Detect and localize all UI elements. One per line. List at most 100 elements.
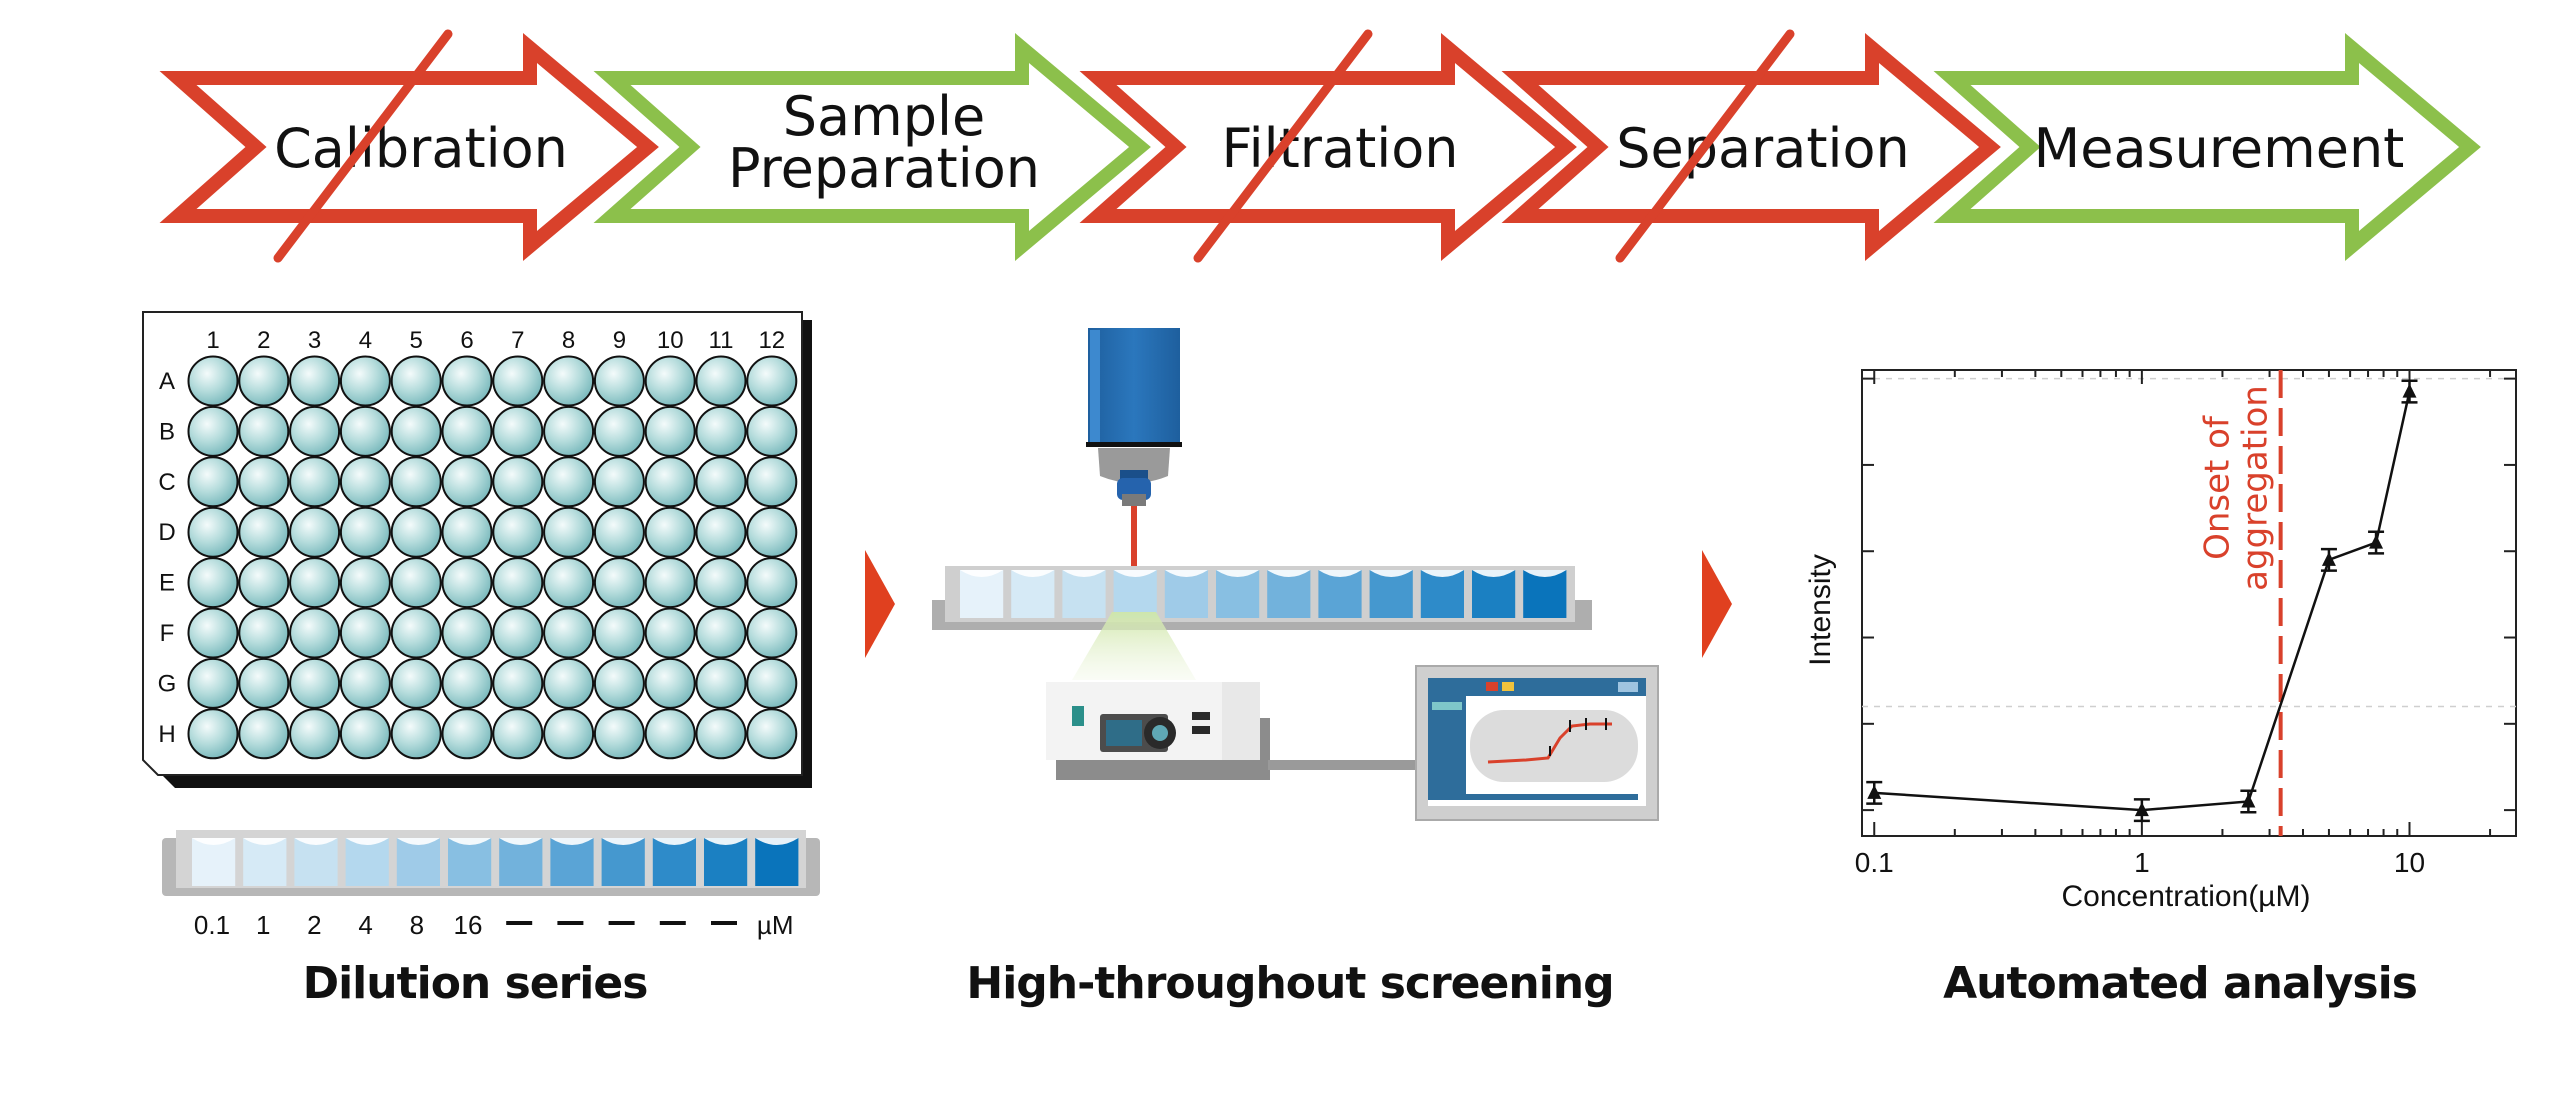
dilution-well — [755, 838, 799, 886]
screening-well-meniscus — [1369, 570, 1413, 577]
step-cross-line — [1615, 29, 1795, 263]
plate-well — [390, 456, 442, 508]
plate-well — [543, 708, 595, 760]
plate-well — [492, 405, 544, 457]
plate-well — [492, 607, 544, 659]
chart-x-label: Concentration(µM) — [2061, 880, 2310, 913]
plate-well — [238, 708, 290, 760]
plate-well — [746, 708, 798, 760]
plate-well — [441, 405, 493, 457]
analysis-caption: Automated analysis — [1943, 958, 2418, 1009]
dilution-well — [601, 838, 645, 886]
plate-well — [441, 657, 493, 709]
dilution-well — [448, 838, 492, 886]
plate-row-label: B — [159, 418, 175, 445]
plate-well — [339, 355, 391, 407]
series-line — [1874, 391, 2411, 812]
screening-well-meniscus — [1420, 570, 1464, 577]
step-arrow-shape — [1079, 32, 1577, 262]
screening-well-meniscus — [1011, 570, 1055, 577]
plate-column-label: 5 — [410, 327, 423, 354]
plate-column-label: 4 — [359, 327, 372, 354]
data-point — [2369, 534, 2384, 549]
light-cone — [1072, 612, 1196, 680]
plate-well — [441, 506, 493, 558]
screening-well-meniscus — [1267, 570, 1311, 577]
plate-well — [390, 657, 442, 709]
data-point — [1867, 784, 1882, 799]
plate-well — [492, 506, 544, 558]
step-arrow-shape — [593, 32, 1151, 262]
step-label: Sample — [783, 85, 985, 148]
plate-well — [238, 657, 290, 709]
screening-well-meniscus — [1472, 570, 1516, 577]
plate-well — [187, 657, 239, 709]
step-cross-line — [1193, 29, 1373, 263]
dilution-well — [243, 838, 287, 886]
plate-well — [289, 708, 341, 760]
plate-well — [441, 456, 493, 508]
plate-well — [492, 657, 544, 709]
plate-well — [644, 506, 696, 558]
camera-detector — [1086, 328, 1182, 506]
plate-well — [746, 557, 798, 609]
plate-well — [289, 607, 341, 659]
step-label: Filtration — [1221, 117, 1458, 180]
screening-well — [960, 570, 1004, 618]
plate-well — [746, 456, 798, 508]
process-arrow-1 — [865, 550, 895, 658]
plate-well — [339, 405, 391, 457]
plate-well — [339, 657, 391, 709]
plate-well — [187, 506, 239, 558]
plate-column-label: 2 — [257, 327, 270, 354]
plate-well — [746, 506, 798, 558]
plate-well — [543, 456, 595, 508]
plate-well — [695, 557, 747, 609]
plate-row-label: C — [158, 469, 175, 496]
plate-well — [644, 557, 696, 609]
instrument-cable — [1268, 760, 1418, 770]
plate-well — [644, 355, 696, 407]
dilution-well-meniscus — [243, 838, 287, 845]
plate-well — [187, 557, 239, 609]
plate-well — [289, 506, 341, 558]
dilution-well — [704, 838, 748, 886]
plate-well — [593, 557, 645, 609]
plate-well — [390, 557, 442, 609]
workflow-step: Separation — [1501, 29, 2001, 263]
dilution-well — [345, 838, 389, 886]
plate-column-label: 8 — [562, 327, 575, 354]
plate-well — [593, 456, 645, 508]
dilution-well-meniscus — [652, 838, 696, 845]
plate-well — [187, 607, 239, 659]
plate-well — [593, 708, 645, 760]
dilution-well-meniscus — [345, 838, 389, 845]
plate-well — [187, 708, 239, 760]
plate-well — [339, 607, 391, 659]
plate-well — [289, 355, 341, 407]
workflow-step: Calibration — [159, 29, 659, 263]
plate-well — [187, 355, 239, 407]
plate-well — [543, 355, 595, 407]
plate-well — [441, 607, 493, 659]
data-point — [2321, 551, 2336, 566]
plate-well — [339, 557, 391, 609]
dilution-well-meniscus — [550, 838, 594, 845]
plate-well — [390, 708, 442, 760]
plate-well — [593, 607, 645, 659]
plate-wells — [187, 355, 798, 760]
plate-well — [441, 557, 493, 609]
plate-well — [543, 607, 595, 659]
plate-well — [644, 405, 696, 457]
chart-series — [1866, 379, 2418, 823]
step-cross-line — [273, 29, 453, 263]
plate-well — [441, 355, 493, 407]
plate-column-label: 9 — [613, 327, 626, 354]
plate-well — [238, 557, 290, 609]
